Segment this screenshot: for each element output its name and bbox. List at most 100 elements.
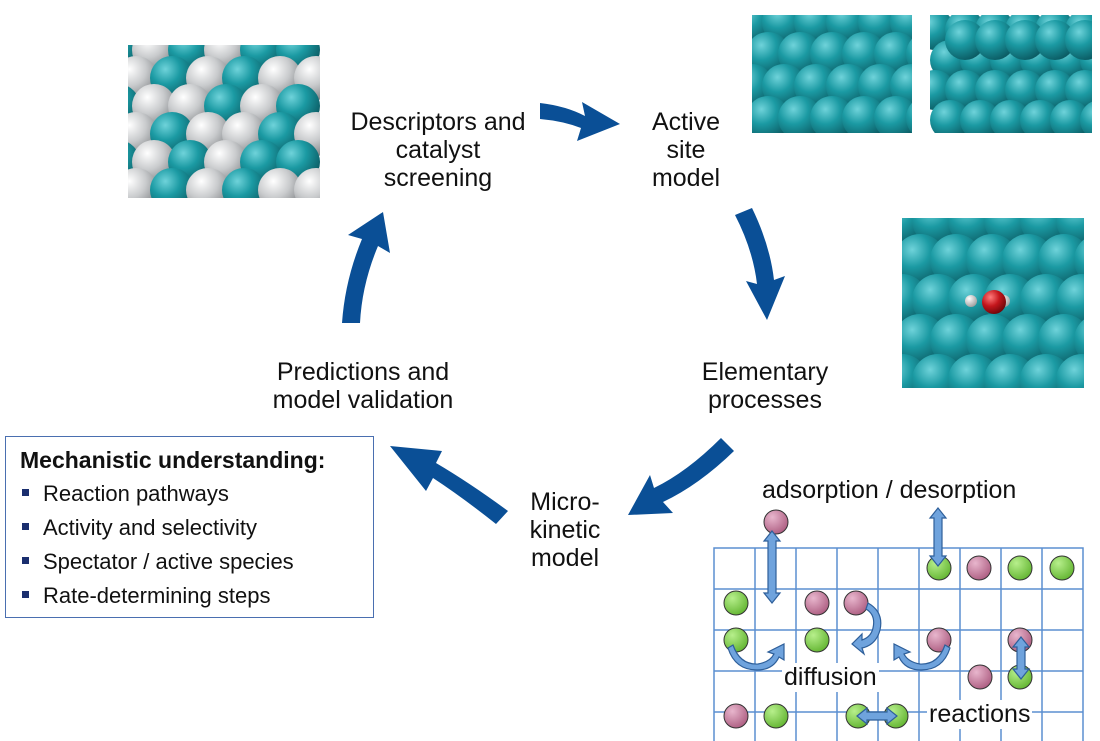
surface-atom xyxy=(966,314,1018,366)
reaction-arrow-vertical xyxy=(1011,636,1031,680)
panel-item: Rate-determining steps xyxy=(22,579,294,613)
panel-item: Spectator / active species xyxy=(22,545,294,579)
stepped-surface-image xyxy=(930,15,1092,133)
diffusion-arrow-right xyxy=(893,643,951,671)
stage-elementary-label: Elementary processes xyxy=(680,358,850,414)
surface-atom xyxy=(1038,234,1084,286)
panel-title: Mechanistic understanding: xyxy=(20,447,326,473)
step-atom xyxy=(975,20,1015,60)
pink-species xyxy=(966,555,992,581)
stage-active-site-line-1: Active xyxy=(651,108,721,136)
surface-atom xyxy=(966,234,1018,286)
pink-species xyxy=(763,509,789,535)
stage-elementary-line-1: Elementary xyxy=(701,358,829,386)
stage-predictions-label: Predictions and model validation xyxy=(248,358,478,414)
teal-atom xyxy=(222,168,266,198)
reactions-label: reactions xyxy=(927,700,1033,729)
green-species xyxy=(1049,555,1075,581)
surface-atom xyxy=(1074,239,1084,281)
stage-descriptors-line-1: Descriptors and xyxy=(350,108,526,136)
pink-species xyxy=(723,703,749,729)
cycle-arrows xyxy=(342,102,785,524)
surface-atom xyxy=(1080,101,1092,133)
step-atom xyxy=(1065,20,1092,60)
surface-atom xyxy=(906,38,912,70)
stage-descriptors-line-3: screening xyxy=(383,164,493,192)
surface-atom xyxy=(1065,70,1092,110)
adsorption-desorption-label: adsorption / desorption xyxy=(762,476,1017,504)
mechanistic-understanding-panel: Mechanistic understanding: Reaction path… xyxy=(5,436,374,618)
surface-atom xyxy=(874,96,912,133)
adsorbate-on-surface-image xyxy=(902,218,1084,388)
step-atom xyxy=(1005,20,1045,60)
stage-predictions-line-2: model validation xyxy=(272,386,454,414)
bullet-icon xyxy=(22,488,29,496)
arrow-active-site-to-elementary xyxy=(735,208,785,320)
surface-atom xyxy=(906,102,912,133)
surface-atom xyxy=(975,70,1015,110)
grey-atom xyxy=(186,168,230,198)
oxygen-atom xyxy=(982,290,1006,314)
pink-species xyxy=(843,590,869,616)
flat-surface-image xyxy=(752,15,912,133)
panel-item: Activity and selectivity xyxy=(22,511,294,545)
surface-atom xyxy=(1020,274,1072,326)
surface-atom xyxy=(1050,100,1090,133)
bullet-icon xyxy=(22,522,29,530)
green-species xyxy=(723,590,749,616)
bullet-icon xyxy=(22,590,29,598)
alloy-surface-image xyxy=(128,45,320,198)
surface-atom xyxy=(990,100,1030,133)
arrow-microkinetic-to-predictions xyxy=(390,446,508,524)
desorption-arrow-right xyxy=(928,507,948,567)
teal-atom xyxy=(150,168,194,198)
surface-atom xyxy=(1056,274,1084,326)
desorption-arrow-left xyxy=(762,530,782,604)
surface-atom xyxy=(1074,319,1084,361)
surface-atom xyxy=(1038,314,1084,366)
stage-microkinetic-line-2: kinetic xyxy=(529,516,601,544)
surface-atom xyxy=(1005,70,1045,110)
grey-atom xyxy=(258,168,302,198)
stage-descriptors-line-2: catalyst xyxy=(395,136,481,164)
surface-atom xyxy=(930,314,982,366)
arrow-elementary-to-microkinetic xyxy=(628,438,734,515)
green-species xyxy=(804,627,830,653)
surface-atom xyxy=(1056,354,1084,388)
surface-atom xyxy=(960,100,1000,133)
green-species xyxy=(763,703,789,729)
mechanism-arrows xyxy=(727,507,1031,726)
surface-atom xyxy=(930,100,970,133)
panel-list: Reaction pathways Activity and selectivi… xyxy=(22,477,294,613)
bullet-icon xyxy=(22,556,29,564)
stage-microkinetic-line-3: model xyxy=(530,544,600,572)
surface-atom xyxy=(1035,70,1075,110)
stage-descriptors-label: Descriptors and catalyst screening xyxy=(338,108,538,192)
surface-atom xyxy=(1002,314,1054,366)
grid-border xyxy=(713,547,1084,741)
reaction-arrow-horizontal xyxy=(856,706,898,726)
diffusion-arrow-hop xyxy=(851,602,882,656)
stage-active-site-line-2: site xyxy=(666,136,706,164)
surface-atom xyxy=(1002,234,1054,286)
pink-species xyxy=(967,664,993,690)
stage-microkinetic-label: Micro- kinetic model xyxy=(510,488,620,572)
stage-active-site-line-3: model xyxy=(651,164,721,192)
surface-atom xyxy=(1020,100,1060,133)
stage-active-site-label: Active site model xyxy=(636,108,736,192)
surface-atom xyxy=(930,234,982,286)
panel-item-label: Rate-determining steps xyxy=(43,583,271,608)
pink-species xyxy=(804,590,830,616)
surface-atom xyxy=(945,70,985,110)
stage-microkinetic-line-1: Micro- xyxy=(530,488,600,516)
stage-predictions-line-1: Predictions and xyxy=(276,358,450,386)
panel-item-label: Spectator / active species xyxy=(43,549,294,574)
arrow-predictions-to-descriptors xyxy=(342,212,390,323)
diffusion-arrow-left xyxy=(727,643,785,671)
surface-atom xyxy=(912,274,964,326)
panel-item: Reaction pathways xyxy=(22,477,294,511)
step-atom xyxy=(945,20,985,60)
step-atom xyxy=(1035,20,1075,60)
diffusion-label: diffusion xyxy=(782,663,879,692)
